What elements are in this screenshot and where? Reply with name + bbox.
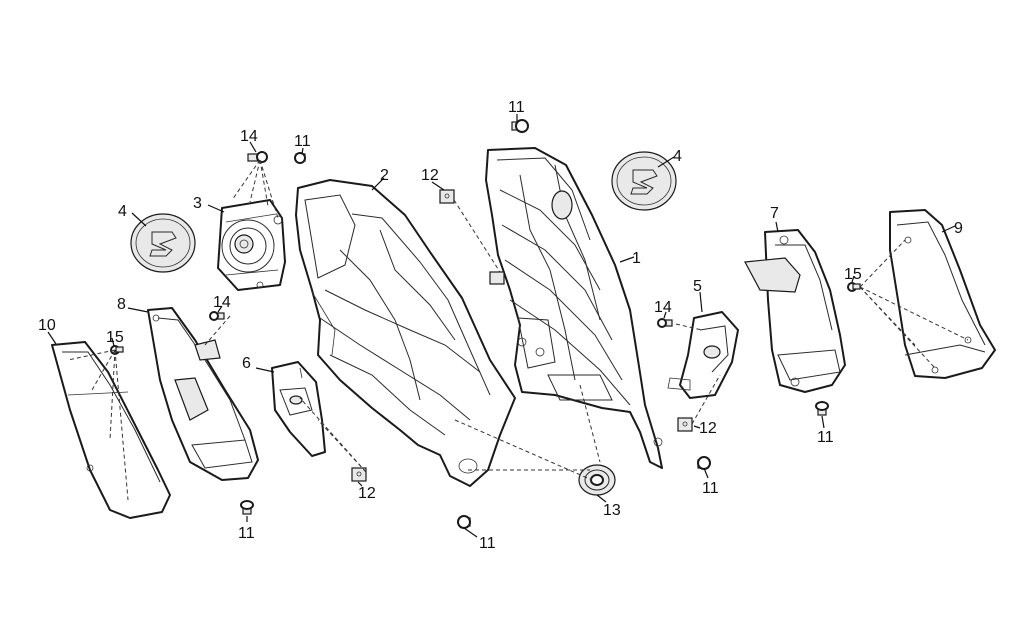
part-11-screw-bottom-center: [457, 515, 471, 529]
part-11-screw-top-center: [511, 119, 529, 133]
callout-15-left: 15: [106, 329, 124, 346]
part-14-screw-right: [657, 318, 673, 328]
callout-11-top-center: 11: [508, 99, 525, 116]
callout-12-top: 12: [421, 167, 439, 184]
part-15-screw-right: [847, 282, 861, 292]
callout-11-bottom-left: 11: [238, 525, 255, 542]
part-14-screw-mid-left: [209, 311, 225, 321]
callout-9: 9: [954, 220, 963, 237]
callout-3: 3: [193, 195, 202, 212]
callout-11-lower-right: 11: [702, 480, 719, 497]
part-4-emblem-right: [611, 151, 677, 211]
part-11-screw-lower-right: [697, 456, 711, 470]
callouts: 1 2 3 4 4 5 6 7 8 9 10 11 11 11 11 11 11…: [38, 99, 963, 552]
callout-5: 5: [693, 278, 702, 295]
part-6-clip: [271, 361, 326, 457]
callout-14-mid-left: 14: [213, 294, 231, 311]
callout-10: 10: [38, 317, 56, 334]
part-3-speaker: [217, 199, 286, 291]
part-12-clip-nut-a: [439, 189, 455, 204]
callout-2: 2: [380, 167, 389, 184]
callout-4-left: 4: [118, 203, 127, 220]
callout-11-bottom-center: 11: [479, 535, 496, 552]
part-1-inner-rear-panel: [485, 147, 663, 469]
callout-14-right: 14: [654, 299, 672, 316]
callout-6: 6: [242, 355, 251, 372]
part-8-side-panel-left: [147, 307, 259, 481]
part-12-clip-nut-b: [351, 467, 367, 482]
callout-15-right: 15: [844, 266, 862, 283]
part-9-side-cover-far-right: [889, 209, 996, 379]
part-7-side-cover-right: [744, 229, 846, 393]
leader-lines: [47, 114, 956, 538]
part-4-emblem-left: [130, 213, 196, 273]
callout-11-right: 11: [817, 429, 834, 446]
part-13-grommet: [578, 464, 616, 496]
callout-11-top-left: 11: [294, 133, 311, 150]
part-11-screw-top-left: [294, 152, 306, 164]
part-12-clip-nut-c: [677, 417, 693, 432]
callout-12-right: 12: [699, 420, 717, 437]
callout-1: 1: [632, 250, 641, 267]
assembly-dashed-lines: [67, 159, 969, 501]
callout-4-right: 4: [673, 148, 682, 165]
part-2-inner-front-panel: [295, 179, 516, 487]
callout-7: 7: [770, 205, 779, 222]
callout-13: 13: [603, 502, 621, 519]
part-5-bracket: [667, 311, 739, 399]
callout-14-top: 14: [240, 128, 258, 145]
part-11-screw-right: [815, 401, 829, 416]
callout-12-bottom: 12: [358, 485, 376, 502]
part-11-screw-bottom-left: [240, 500, 254, 515]
callout-8: 8: [117, 296, 126, 313]
part-14-screw-top: [247, 151, 268, 163]
